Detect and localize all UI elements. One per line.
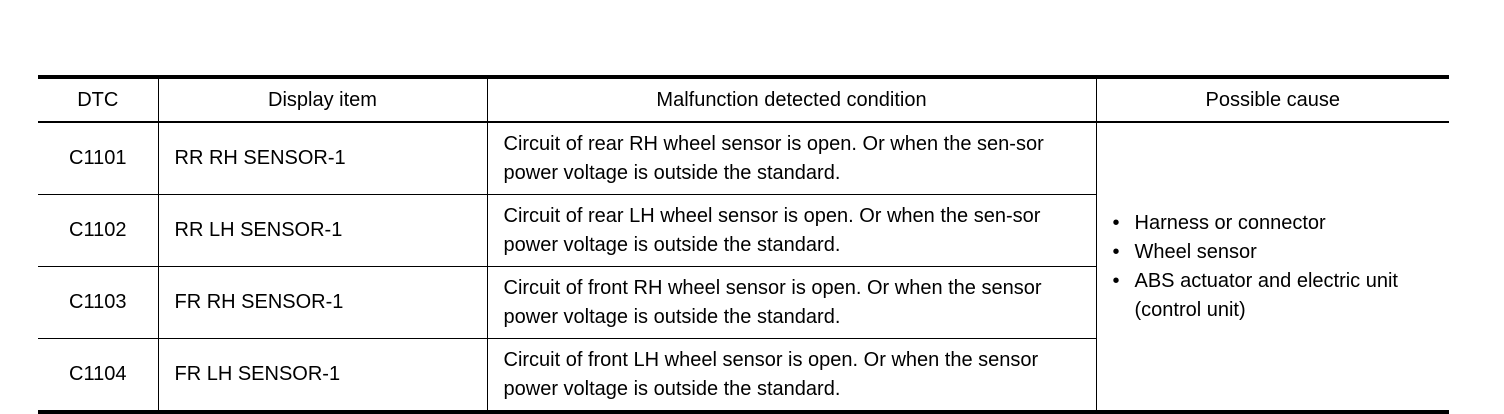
table-row: C1101 RR RH SENSOR-1 Circuit of rear RH … <box>38 122 1449 414</box>
display-item: RR RH SENSOR-1 <box>157 122 488 195</box>
table-header-row: DTC Display item Malfunction detected co… <box>38 75 1449 123</box>
malfunction-condition: Circuit of rear RH wheel sensor is open.… <box>486 122 1097 195</box>
dtc-table: DTC Display item Malfunction detected co… <box>38 75 1449 414</box>
malfunction-condition: Circuit of front RH wheel sensor is open… <box>486 266 1096 339</box>
table-row: C1102 RR LH SENSOR-1 Circuit of rear LH … <box>38 194 1449 267</box>
table-row: C1104 FR LH SENSOR-1 Circuit of front LH… <box>38 338 1449 414</box>
dtc-code: C1104 <box>38 338 159 414</box>
header-dtc: DTC <box>38 75 159 123</box>
dtc-code: C1103 <box>38 266 159 339</box>
dtc-code: C1101 <box>38 122 159 195</box>
header-display-item: Display item <box>157 75 488 123</box>
list-item: Harness or connector <box>1111 209 1442 238</box>
malfunction-condition: Circuit of rear LH wheel sensor is open.… <box>486 194 1096 267</box>
malfunction-condition: Circuit of front LH wheel sensor is open… <box>486 338 1096 414</box>
dtc-code: C1102 <box>38 194 159 267</box>
possible-cause-cell: Harness or connector Wheel sensor ABS ac… <box>1095 122 1449 414</box>
table-row: C1103 FR RH SENSOR-1 Circuit of front RH… <box>38 266 1449 339</box>
header-condition: Malfunction detected condition <box>486 75 1097 123</box>
display-item: FR RH SENSOR-1 <box>157 266 488 339</box>
display-item: RR LH SENSOR-1 <box>157 194 488 267</box>
list-item: Wheel sensor <box>1111 238 1442 267</box>
header-possible-cause: Possible cause <box>1095 75 1449 123</box>
display-item: FR LH SENSOR-1 <box>157 338 488 414</box>
possible-cause-list: Harness or connector Wheel sensor ABS ac… <box>1111 209 1442 325</box>
list-item: ABS actuator and electric unit (control … <box>1111 267 1442 325</box>
